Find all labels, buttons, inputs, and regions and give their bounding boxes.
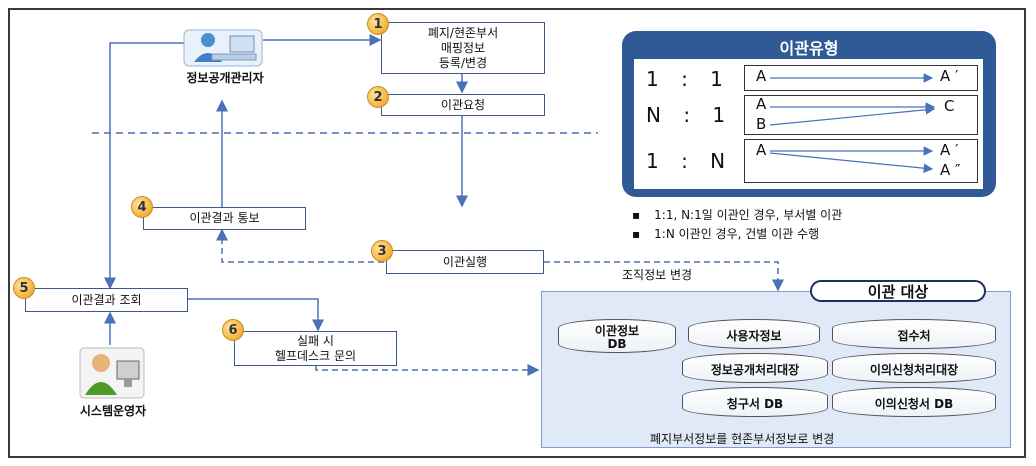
db-transfer-info: 이관정보 DB: [558, 319, 676, 353]
step5-badge: 5: [13, 277, 35, 299]
db-user-info: 사용자정보: [688, 319, 820, 349]
admin-label: 정보공개관리자: [186, 71, 264, 85]
target-title: 이관 대상: [810, 280, 986, 302]
db-disclosure-ledger: 정보공개처리대장: [682, 353, 828, 383]
step3-badge: 3: [371, 240, 393, 262]
row2-left-b: B: [756, 115, 767, 133]
ratio-1-1: 1 : 1: [646, 67, 731, 91]
step4-badge: 4: [131, 196, 153, 218]
arrow-step3-to-target: [544, 261, 784, 292]
note-item: 1:1, N:1일 이관인 경우, 부서별 이관: [632, 206, 842, 225]
row1-right-a: A ′: [940, 67, 959, 85]
db-objection-form: 이의신청서 DB: [832, 387, 996, 417]
step5-box: 이관결과 조회: [25, 288, 188, 312]
db-reception: 접수처: [832, 319, 996, 349]
note-item: 1:N 이관인 경우, 건별 이관 수행: [632, 225, 842, 244]
diagram-frame: [8, 8, 1026, 458]
operator-label: 시스템운영자: [79, 404, 147, 418]
admin-person-icon: [183, 29, 263, 67]
step3-box: 이관실행: [386, 250, 544, 274]
legend-arrows: [769, 73, 936, 173]
row3-left-a: A: [756, 141, 767, 159]
step1-box: 폐지/현존부서 매핑정보 등록/변경: [381, 22, 545, 74]
notes-list: 1:1, N:1일 이관인 경우, 부서별 이관 1:N 이관인 경우, 건별 …: [632, 206, 842, 244]
row3-right-a1: A ′: [940, 141, 959, 159]
legend-row-1-n: [744, 139, 978, 183]
ratio-1-n: 1 : N: [646, 149, 734, 173]
transfer-type-legend: 이관유형 1 : 1 A A ′ N : 1 A B C 1 : N A A ′…: [622, 31, 996, 197]
legend-row-n-1: [744, 95, 978, 135]
db-objection-ledger: 이의신청처리대장: [832, 353, 996, 383]
legend-table: 1 : 1 A A ′ N : 1 A B C 1 : N A A ′ A ″: [634, 59, 983, 189]
step1-badge: 1: [367, 13, 389, 35]
legend-title: 이관유형: [779, 39, 839, 58]
org-change-label: 조직정보 변경: [622, 268, 693, 282]
arrow-step6-to-target: [315, 364, 540, 376]
row2-right-c: C: [944, 97, 955, 115]
step6-badge: 6: [222, 319, 244, 341]
row2-left-a: A: [756, 95, 767, 113]
row3-right-a2: A ″: [940, 161, 961, 179]
db-request-form: 청구서 DB: [682, 387, 828, 417]
ratio-n-1: N : 1: [646, 103, 734, 127]
step2-box: 이관요청: [381, 94, 545, 116]
arrow-step5-to-step6: [188, 298, 324, 332]
arrow-step3-to-step4: [216, 228, 384, 263]
arrow-admin-to-step5: [104, 42, 185, 290]
step2-badge: 2: [367, 86, 389, 108]
operator-person-icon: [79, 347, 145, 399]
target-caption: 폐지부서정보를 현존부서정보로 변경: [650, 432, 835, 446]
step6-box: 실패 시 헬프데스크 문의: [234, 331, 397, 366]
row1-left-a: A: [756, 67, 767, 85]
step4-box: 이관결과 통보: [143, 207, 306, 230]
